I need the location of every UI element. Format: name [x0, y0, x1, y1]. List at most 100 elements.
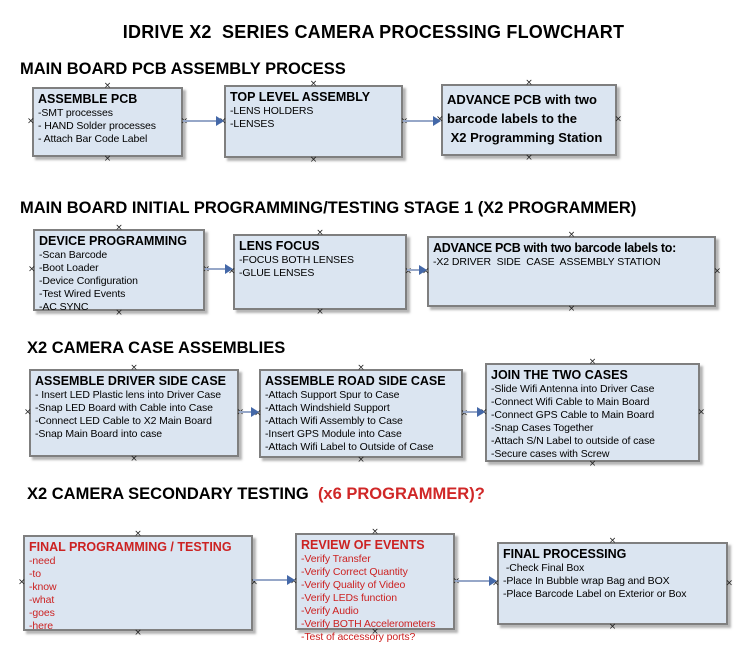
box-item: -SMT processes [38, 107, 113, 119]
box-item: -GLUE LENSES [239, 267, 315, 279]
connection-handle-icon: × [525, 78, 533, 88]
box-title: REVIEW OF EVENTS [301, 538, 425, 552]
flow-box-join-the-two-cases: JOIN THE TWO CASES -Slide Wifi Antenna i… [480, 358, 705, 469]
flow-box-lens-focus: LENS FOCUS -FOCUS BOTH LENSES-GLUE LENSE… [228, 229, 412, 317]
connection-handle-icon: × [18, 577, 26, 588]
connection-handle-icon: × [697, 407, 705, 417]
box-item: -Connect LED Cable to X2 Main Board [35, 415, 212, 427]
box-items: -Scan Barcode-Boot Loader-Device Configu… [39, 249, 199, 314]
box-item: -Test of accessory ports? [301, 631, 416, 643]
arrow-line [403, 120, 435, 122]
connection-handle-icon: × [309, 79, 318, 89]
box-item: -Check Final Box [503, 562, 585, 574]
box-item: -Scan Barcode [39, 249, 108, 261]
connection-handle-icon: × [614, 114, 622, 125]
box-item: -LENSES [230, 118, 275, 130]
connection-handle-icon: × [525, 153, 533, 163]
connection-handle-icon: × [115, 223, 123, 233]
box-item: -LENS HOLDERS [230, 105, 314, 117]
connection-handle-icon: × [24, 407, 32, 418]
section-heading-secondary-testing: X2 CAMERA SECONDARY TESTING (x6 PROGRAMM… [27, 485, 485, 504]
flow-arrow [403, 116, 441, 126]
flow-arrow [239, 407, 259, 417]
box-items: -SMT processes- HAND Solder processes- A… [38, 107, 177, 146]
box-item: -AC SYNC [39, 301, 89, 313]
section-heading-pcb-assembly: MAIN BOARD PCB ASSEMBLY PROCESS [20, 60, 346, 79]
arrow-head-icon [433, 116, 441, 126]
connection-handle-icon: × [608, 536, 617, 546]
flow-box-assemble-driver-side-case: ASSEMBLE DRIVER SIDE CASE - Insert LED P… [24, 364, 244, 464]
box-title: ADVANCE PCB with two barcode labels to: [433, 241, 676, 255]
box-item: -Verify Audio [301, 605, 359, 617]
section-heading-initial-programming: MAIN BOARD INITIAL PROGRAMMING/TESTING S… [20, 199, 636, 218]
flow-box-top-level-assembly: TOP LEVEL ASSEMBLY -LENS HOLDERS-LENSES … [219, 80, 408, 165]
box-item: -Connect GPS Cable to Main Board [491, 409, 655, 421]
box-item: -Snap Cases Together [491, 422, 594, 434]
box-item: -Attach Windshield Support [265, 402, 390, 414]
connection-handle-icon: × [357, 363, 365, 373]
box-item: -Snap Main Board into case [35, 428, 162, 440]
connection-handle-icon: × [316, 307, 324, 317]
box-items: - Insert LED Plastic lens into Driver Ca… [35, 389, 233, 441]
box-item: -Boot Loader [39, 262, 99, 274]
connection-handle-icon: × [567, 230, 576, 240]
box-item: -Test Wired Events [39, 288, 126, 300]
connection-handle-icon: × [130, 363, 138, 373]
box-item: -Insert GPS Module into Case [265, 428, 402, 440]
flow-arrow [183, 116, 224, 126]
box-item: - Attach Bar Code Label [38, 133, 148, 145]
box-item: -to [29, 568, 41, 580]
box-item: -Verify Quality of Video [301, 579, 406, 591]
box-item: -Place Barcode Label on Exterior or Box [503, 588, 687, 600]
arrow-head-icon [216, 116, 224, 126]
box-item: -Place In Bubble wrap Bag and BOX [503, 575, 670, 587]
box-item: -Device Configuration [39, 275, 138, 287]
box-item: -Attach Wifi Assembly to Case [265, 415, 403, 427]
page-title: IDRIVE X2 SERIES CAMERA PROCESSING FLOWC… [122, 22, 625, 42]
connection-handle-icon: × [567, 304, 576, 314]
section-heading-text: MAIN BOARD PCB ASSEMBLY PROCESS [20, 60, 346, 78]
arrow-head-icon [489, 576, 497, 586]
arrow-line [239, 411, 253, 413]
connection-handle-icon: × [725, 578, 733, 588]
box-title: JOIN THE TWO CASES [491, 368, 628, 382]
box-item: -Secure cases with Screw [491, 448, 610, 460]
arrow-line [455, 580, 491, 582]
connection-handle-icon: × [309, 155, 318, 165]
box-item: - Insert LED Plastic lens into Driver Ca… [35, 389, 222, 401]
box-items: -LENS HOLDERS-LENSES [230, 105, 397, 131]
box-item: -Verify Transfer [301, 553, 371, 565]
box-item: -what [29, 594, 55, 606]
flow-arrow [407, 265, 427, 275]
box-items: -FOCUS BOTH LENSES-GLUE LENSES [239, 254, 401, 280]
connection-handle-icon: × [608, 622, 617, 632]
box-item: - HAND Solder processes [38, 120, 156, 132]
arrow-head-icon [419, 265, 427, 275]
box-items: -X2 DRIVER SIDE CASE ASSEMBLY STATION [433, 256, 710, 269]
flow-box-advance-pcb-programming-station: ADVANCE PCB with two barcode labels to t… [436, 79, 622, 163]
connection-handle-icon: × [134, 529, 142, 539]
connection-handle-icon: × [27, 116, 35, 127]
box-items: -need-to-know-what-goes-here [29, 555, 247, 633]
connection-handle-icon: × [103, 81, 112, 91]
box-item: -Verify Correct Quantity [301, 566, 408, 578]
connection-handle-icon: × [28, 264, 36, 275]
arrow-head-icon [477, 407, 485, 417]
box-title: ADVANCE PCB with two barcode labels to t… [447, 92, 603, 145]
connection-handle-icon: × [130, 454, 138, 464]
box-items: -Attach Support Spur to Case-Attach Wind… [265, 389, 457, 454]
flow-box-assemble-road-side-case: ASSEMBLE ROAD SIDE CASE -Attach Support … [254, 364, 468, 465]
box-item: -Snap LED Board with Cable into Case [35, 402, 213, 414]
flow-arrow [205, 264, 233, 274]
box-item: -need [29, 555, 56, 567]
arrow-line [253, 579, 289, 581]
arrow-line [407, 269, 421, 271]
flow-arrow [253, 575, 295, 585]
arrow-line [183, 120, 218, 122]
flow-box-final-programming-testing: FINAL PROGRAMMING / TESTING -need-to-kno… [18, 530, 258, 638]
section-heading-text: X2 CAMERA SECONDARY TESTING [27, 485, 318, 503]
connection-handle-icon: × [713, 266, 721, 276]
box-item: -X2 DRIVER SIDE CASE ASSEMBLY STATION [433, 256, 661, 268]
box-item: -Verify LEDs function [301, 592, 397, 604]
